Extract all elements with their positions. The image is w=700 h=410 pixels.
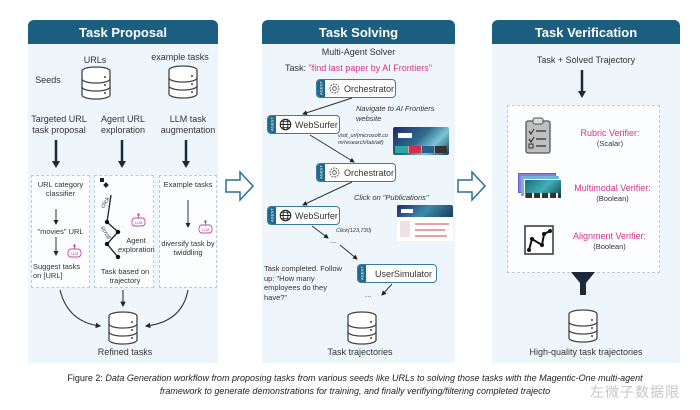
task-trajectories-label: Task trajectories bbox=[327, 347, 393, 357]
globe-icon bbox=[279, 118, 292, 131]
agent-exploration-label: Agent exploration bbox=[118, 236, 155, 254]
caption-line-1: Figure 2: Data Generation workflow from … bbox=[30, 372, 680, 385]
panel-arrow-icon bbox=[457, 170, 487, 202]
rubric-verifier-label: Rubric Verifier: (Scalar) bbox=[565, 128, 655, 148]
navigate-annotation: Navigate to AI Frontiers website bbox=[356, 104, 435, 123]
agent-tag: AGENT bbox=[317, 80, 325, 97]
urls-label: URLs bbox=[83, 55, 107, 65]
task-based-on-trajectory: Task based on trajectory bbox=[100, 267, 150, 285]
alignment-verifier-type: (Boolean) bbox=[593, 242, 626, 251]
url-category-classifier: URL category classifier bbox=[37, 180, 84, 198]
multimodal-verifier-name: Multimodal Verifier: bbox=[574, 183, 651, 193]
example-tasks-label: example tasks bbox=[151, 52, 209, 62]
websurfer-label: WebSurfer bbox=[295, 119, 338, 130]
ellipsis-1: ... bbox=[330, 236, 337, 245]
agent-tag: AGENT bbox=[358, 265, 366, 282]
globe-icon bbox=[279, 209, 292, 222]
caption-text-2: framework to generate demonstrations for… bbox=[159, 386, 551, 396]
suggest-tasks: Suggest tasks on [URL] bbox=[33, 262, 81, 280]
seeds-label: Seeds bbox=[35, 75, 61, 85]
rubric-verifier-name: Rubric Verifier: bbox=[580, 128, 640, 138]
example-tasks-step: Example tasks bbox=[163, 180, 213, 189]
multimodal-verifier-type: (Boolean) bbox=[596, 194, 629, 203]
method-targeted-url: Targeted URL task proposal bbox=[31, 114, 87, 135]
agent-tag: AGENT bbox=[268, 207, 276, 224]
gear-icon bbox=[329, 167, 340, 178]
orchestrator-node-2: AGENT Orchestrator bbox=[316, 163, 396, 182]
ellipsis-2: ... bbox=[365, 290, 372, 299]
method-agent-url-exploration: Agent URL exploration bbox=[100, 114, 146, 135]
task-verification-title: Task Verification bbox=[492, 20, 680, 44]
high-quality-trajectories-label: High-quality task trajectories bbox=[529, 347, 643, 357]
multi-agent-solver-label: Multi-Agent Solver bbox=[321, 47, 396, 57]
usersimulator-label: UserSimulator bbox=[375, 268, 433, 279]
visit-url-annotation: visit_url(microsoft.com/research/lab/aif… bbox=[338, 133, 389, 146]
llm-augmentation-box bbox=[159, 175, 217, 288]
screenshots-icon bbox=[518, 173, 562, 201]
websurfer-label: WebSurfer bbox=[295, 210, 338, 221]
task-solved-trajectory-label: Task + Solved Trajectory bbox=[536, 55, 636, 65]
task-solving-panel: Task Solving bbox=[262, 20, 455, 363]
caption-line-2: framework to generate demonstrations for… bbox=[30, 385, 680, 398]
task-prefix: Task: bbox=[285, 63, 307, 73]
task-solving-title: Task Solving bbox=[262, 20, 455, 44]
websurfer-node-2: AGENT WebSurfer bbox=[267, 206, 340, 225]
websurfer-node-1: AGENT WebSurfer bbox=[267, 115, 340, 134]
method-llm-augmentation: LLM task augmentation bbox=[160, 114, 216, 135]
multimodal-verifier-label: Multimodal Verifier: (Boolean) bbox=[565, 183, 660, 203]
agent-tag: AGENT bbox=[317, 164, 325, 181]
task-proposal-title: Task Proposal bbox=[28, 20, 218, 44]
targeted-url-box bbox=[31, 175, 90, 288]
rubric-verifier-type: (Scalar) bbox=[596, 139, 624, 148]
gear-icon bbox=[329, 83, 340, 94]
watermark: 左微子数据限 bbox=[590, 384, 680, 400]
orchestrator-label: Orchestrator bbox=[344, 83, 395, 94]
agent-tag: AGENT bbox=[268, 116, 276, 133]
task-statement: Task: "find last paper by AI Frontiers" bbox=[262, 63, 455, 74]
movies-url: "movies" URL bbox=[37, 227, 84, 236]
refined-tasks-label: Refined tasks bbox=[97, 347, 153, 357]
figure-caption: Figure 2: Data Generation workflow from … bbox=[30, 372, 680, 398]
alignment-verifier-label: Alignment Verifier: (Boolean) bbox=[562, 231, 657, 251]
click-coords-annotation: Click(123,730) bbox=[336, 228, 372, 234]
website-screenshot-1 bbox=[393, 127, 449, 155]
website-screenshot-2 bbox=[397, 205, 453, 241]
task-text: "find last paper by AI Frontiers" bbox=[308, 63, 432, 73]
alignment-verifier-name: Alignment Verifier: bbox=[572, 231, 647, 241]
trajectory-graph-icon bbox=[524, 225, 554, 255]
diversify-task: diversify task by twiddling bbox=[161, 239, 215, 257]
caption-prefix: Figure 2: bbox=[67, 373, 103, 383]
usersimulator-node: AGENT UserSimulator bbox=[357, 264, 437, 283]
click-publications-annotation: Click on "Publications" bbox=[354, 193, 429, 202]
orchestrator-label: Orchestrator bbox=[344, 167, 395, 178]
caption-text-1: Data Generation workflow from proposing … bbox=[105, 373, 643, 383]
orchestrator-node-1: AGENT Orchestrator bbox=[316, 79, 396, 98]
panel-arrow-icon bbox=[225, 170, 255, 202]
task-completed-annotation: Task completed. Follow up: "How many emp… bbox=[264, 264, 342, 302]
clipboard-checklist-icon bbox=[525, 117, 551, 154]
agent-exploration-box bbox=[94, 175, 154, 288]
